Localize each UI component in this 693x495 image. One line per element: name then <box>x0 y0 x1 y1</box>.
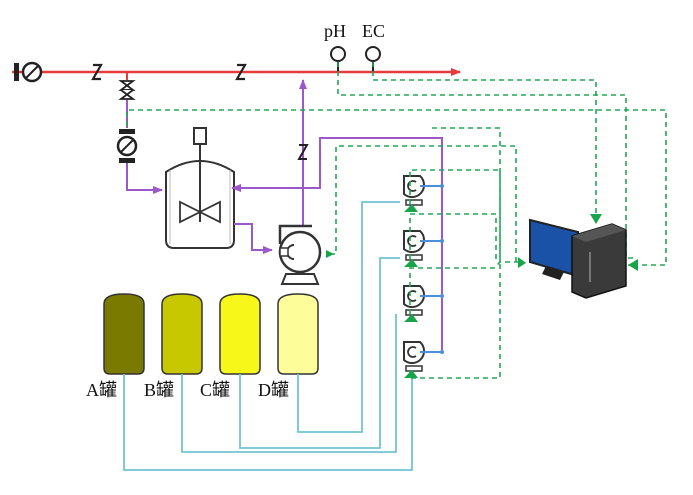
mixing-outlet-line <box>234 223 273 254</box>
tank-a <box>103 293 145 375</box>
central-pump <box>278 224 322 285</box>
pump-icon <box>14 61 43 83</box>
ph-label: pH <box>324 21 346 41</box>
ph-sensor <box>330 46 346 72</box>
dosing-pump-icon <box>403 175 444 206</box>
tank-d-label: D罐 <box>258 380 289 400</box>
computer-icon <box>529 218 627 299</box>
tank-d <box>277 293 319 375</box>
check-valve-icon <box>297 144 309 160</box>
dosing-pump-icon <box>403 285 444 316</box>
check-valve-icon <box>91 63 103 81</box>
dosing-pump-icon <box>403 230 444 261</box>
mixing-tank-icon <box>165 127 235 249</box>
signal-lines <box>126 62 667 379</box>
dosing-pump-icon <box>403 341 444 372</box>
tank-c-label: C罐 <box>200 380 231 400</box>
ec-label: EC <box>362 21 386 41</box>
gate-valve-icon <box>118 80 136 100</box>
check-valve-icon <box>235 63 247 81</box>
signal-arrows <box>326 204 638 378</box>
tank-b <box>161 293 203 375</box>
nutrient-lines <box>123 201 413 471</box>
pump-icon <box>116 129 138 163</box>
ec-sensor <box>365 46 381 72</box>
dosing-rail-line <box>231 137 443 352</box>
tank-a-label: A罐 <box>86 380 117 400</box>
tank-b-label: B罐 <box>144 380 175 400</box>
tank-c <box>219 293 261 375</box>
